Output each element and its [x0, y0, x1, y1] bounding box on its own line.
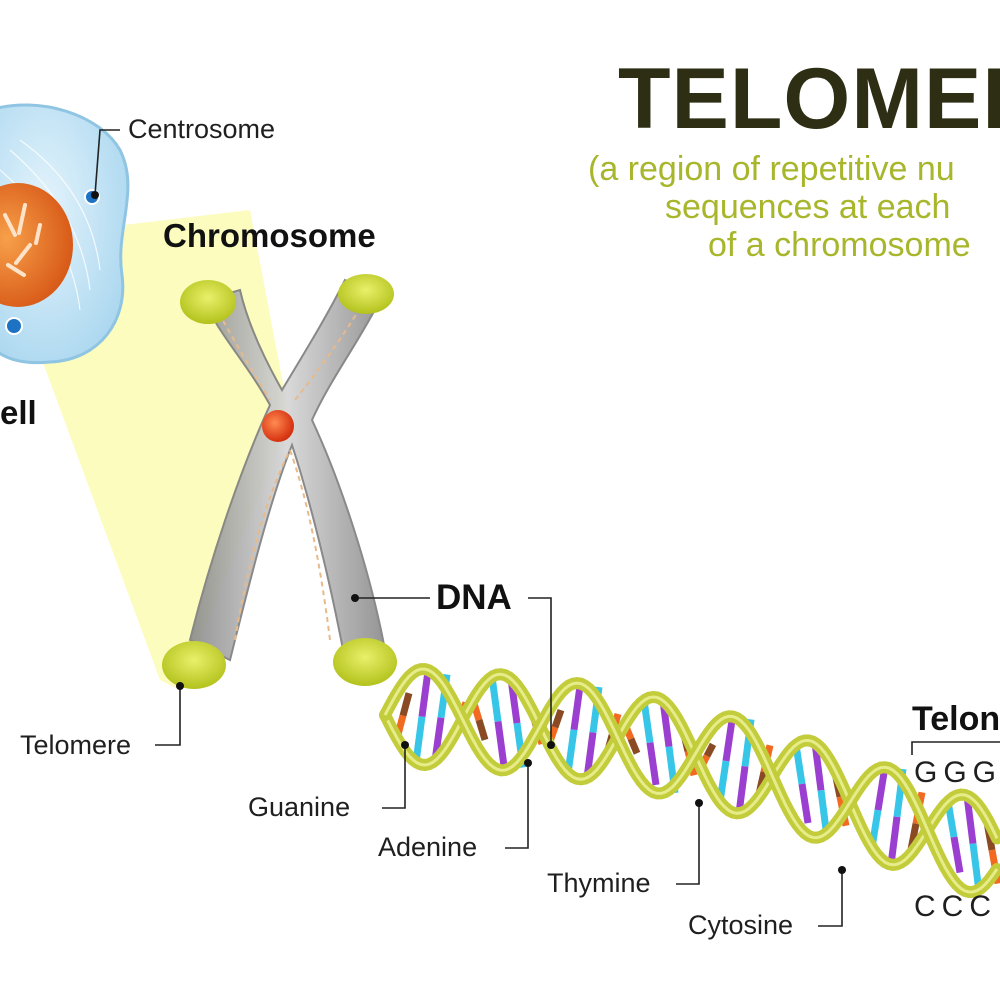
- base-pair-half: [798, 783, 812, 824]
- base-pair-half: [399, 692, 413, 717]
- thymine-leader: [676, 803, 700, 885]
- sequence-top: GGG: [914, 756, 1000, 789]
- base-pair-half: [475, 719, 489, 741]
- leader-lines: [94, 129, 1000, 927]
- telomere-cap-top-right: [338, 274, 394, 314]
- dna-backbone-highlight: [383, 672, 999, 867]
- telomere-region-label: Telon: [912, 700, 1000, 738]
- base-pair-half: [640, 699, 654, 744]
- cell-label: ell: [0, 394, 37, 431]
- subtitle-line-3: of a chromosome: [708, 226, 971, 264]
- centrosome-bottom: [5, 317, 23, 335]
- base-pair-half: [646, 742, 660, 786]
- guanine-label: Guanine: [248, 792, 351, 822]
- telomere-label: Telomere: [20, 730, 132, 760]
- cell: [0, 103, 130, 365]
- subtitle-line-1: (a region of repetitive nu: [588, 150, 955, 188]
- telomere-bracket: [911, 741, 1000, 755]
- base-pair-half: [963, 795, 977, 845]
- chromosome: [162, 274, 397, 689]
- centromere: [262, 410, 294, 442]
- base-pair-half: [887, 816, 901, 866]
- base-pair-half: [418, 670, 432, 718]
- base-pair-half: [488, 676, 502, 722]
- dna-label: DNA: [436, 578, 512, 617]
- base-pair-half: [950, 836, 964, 874]
- telomere-leader: [155, 686, 181, 746]
- cytosine-leader: [818, 870, 843, 927]
- sequence-bottom: CCC: [914, 890, 997, 923]
- dna-leader-right: [528, 597, 552, 745]
- cytosine-label: Cytosine: [688, 910, 794, 940]
- centrosome-leader: [94, 129, 120, 196]
- base-pair-half: [412, 716, 426, 763]
- dna-backbone-highlight: [383, 667, 999, 894]
- guanine-leader: [382, 745, 406, 809]
- adenine-label: Adenine: [378, 832, 478, 862]
- base-pair-half: [703, 742, 717, 758]
- base-pair-half: [551, 708, 565, 729]
- telomere-cap-bottom-right: [333, 638, 397, 686]
- telomere-cap-top-left: [180, 280, 236, 324]
- adenine-leader: [505, 763, 529, 849]
- dna-helix: [379, 663, 1000, 899]
- thymine-label: Thymine: [547, 868, 651, 898]
- diagram-title: TELOMER: [618, 51, 1000, 147]
- subtitle-line-2: sequences at each: [665, 188, 951, 226]
- chromosome-label: Chromosome: [163, 217, 376, 254]
- base-pair-half: [494, 721, 508, 767]
- base-pair-half: [627, 737, 641, 755]
- base-pair-half: [874, 772, 888, 811]
- base-pair-half: [735, 765, 749, 814]
- base-pair-half: [722, 719, 736, 762]
- telomere-cap-bottom-left: [162, 641, 226, 689]
- leader-dots: [91, 191, 846, 874]
- base-pair-half: [570, 685, 584, 731]
- nucleus: [0, 183, 73, 307]
- centrosome-label: Centrosome: [128, 114, 276, 144]
